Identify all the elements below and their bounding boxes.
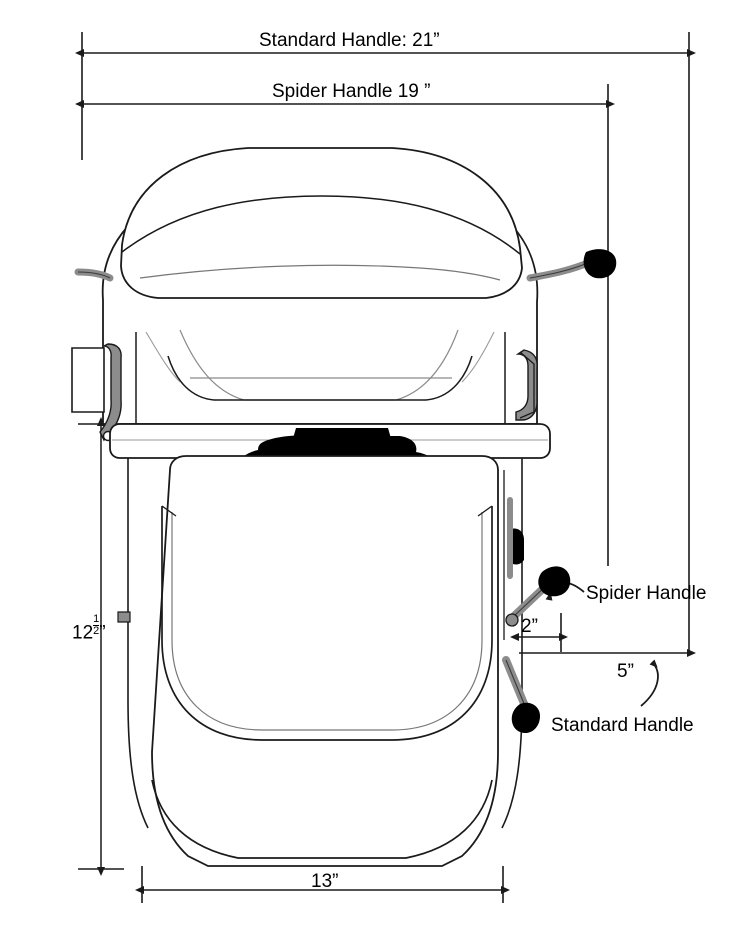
dim-label-spider-handle-width: Spider Handle 19 ”: [272, 81, 431, 102]
body-shade-right: [461, 331, 495, 383]
base-left-knob: [117, 611, 131, 623]
product-drawing: [71, 147, 617, 867]
standard-handle-rod-outline: [505, 659, 526, 707]
left-handle-stub-outline: [77, 271, 111, 279]
dimension-lines: [75, 32, 696, 903]
base-front-panel-inner: [171, 512, 483, 731]
base-left-wall: [127, 458, 149, 829]
height-numerator: 1: [93, 613, 100, 625]
base: [151, 455, 499, 867]
callout-label-spider-handle: Spider Handle: [586, 583, 707, 604]
leader-standard-handle: [640, 659, 659, 707]
body-shade-left: [145, 331, 181, 383]
standard-handle-knob: [511, 702, 540, 734]
right-latch: [515, 349, 538, 421]
seat-bowl: [167, 355, 473, 401]
dim-label-standard-handle-width: Standard Handle: 21”: [259, 30, 440, 51]
lid-seam: [121, 195, 521, 255]
lid-highlight: [139, 264, 501, 281]
dim-label-spider-projection: 2”: [521, 616, 538, 637]
left-latch: [99, 343, 122, 442]
base-panel-edge-right: [477, 505, 493, 517]
dim-label-base-width: 13”: [311, 871, 339, 892]
spider-handle-pivot: [505, 613, 519, 627]
base-front-panel: [161, 506, 493, 741]
dim-label-standard-projection: 5”: [617, 661, 634, 682]
base-bottom: [151, 779, 493, 859]
height-denominator: 2: [93, 625, 100, 637]
left-side-block: [71, 347, 105, 413]
gasket-upper: [292, 428, 392, 442]
spider-handle-knob: [538, 566, 571, 597]
right-latch-hook: [519, 351, 535, 419]
height-whole-number: 12: [72, 622, 94, 644]
top-handle-knob: [583, 249, 617, 279]
height-unit-mark: ”: [99, 622, 106, 644]
lid: [120, 147, 523, 299]
top-handle-rod: [526, 258, 594, 282]
callout-label-standard-handle: Standard Handle: [551, 715, 694, 736]
base-panel-edge-left: [161, 505, 177, 517]
